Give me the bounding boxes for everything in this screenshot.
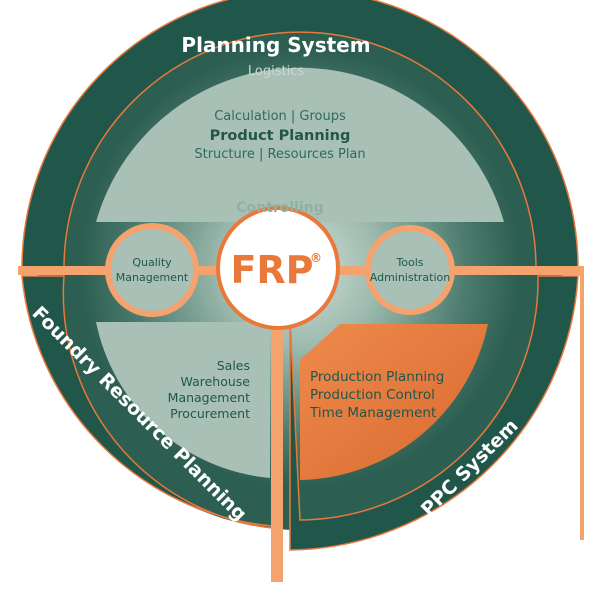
controlling-label: Controlling <box>236 200 323 216</box>
foundry-panel <box>96 322 270 478</box>
structure-resources-label: Structure | Resources Plan <box>194 147 365 162</box>
tools-hub <box>365 225 455 315</box>
ppc-ring-edge <box>576 268 584 540</box>
foundry-item-2: Warehouse <box>181 374 251 389</box>
product-planning-label: Product Planning <box>210 128 351 144</box>
foundry-item-3: Management <box>168 390 250 405</box>
ppc-ring <box>289 275 579 551</box>
ppc-item-1: Production Planning <box>310 369 444 385</box>
foundry-item-4: Procurement <box>170 406 250 421</box>
tools-line-2: Administration <box>370 271 451 284</box>
frp-label: FRP <box>230 248 313 292</box>
planning-system-ring <box>21 0 579 269</box>
ppc-panel <box>300 324 488 480</box>
ppc-item-3: Time Management <box>309 405 436 421</box>
planning-system-title: Planning System <box>181 33 370 57</box>
quality-line-1: Quality <box>132 256 172 269</box>
foundry-item-1: Sales <box>217 358 250 373</box>
registered-mark: ® <box>310 251 322 265</box>
calculation-groups-label: Calculation | Groups <box>214 109 346 124</box>
planning-panel <box>96 67 504 222</box>
quality-line-2: Management <box>116 271 189 284</box>
quality-hub <box>105 223 199 317</box>
logistics-label: Logistics <box>248 64 304 79</box>
separator-vertical <box>271 300 283 582</box>
ppc-item-2: Production Control <box>310 387 435 403</box>
tools-line-1: Tools <box>395 256 423 269</box>
frp-center <box>216 206 340 330</box>
